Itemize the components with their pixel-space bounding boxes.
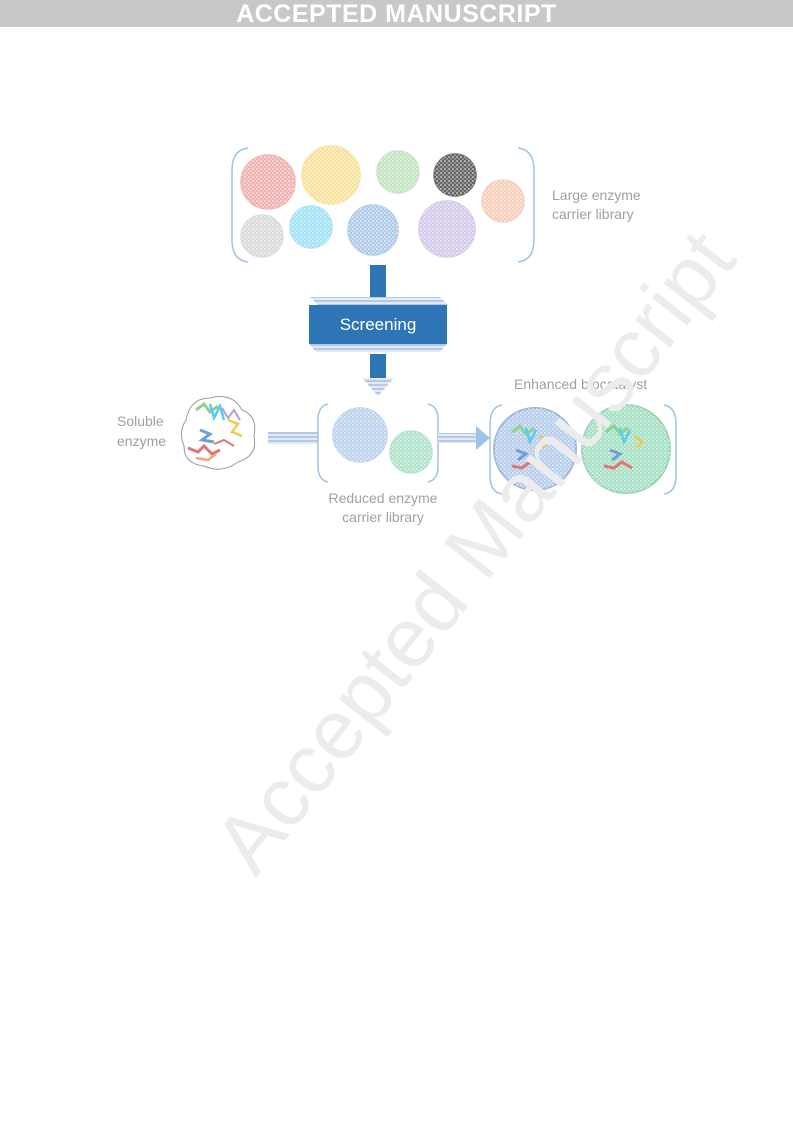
down-arrow-shaft-top (370, 265, 386, 297)
enhanced-biocatalyst-beads (493, 404, 671, 494)
enhanced-biocatalyst-label: Enhanced biocatalyst (514, 376, 647, 392)
enzyme-to-library-arrow (268, 432, 318, 444)
large-library-bracket (231, 147, 535, 263)
enhanced-biocatalyst-bracket (489, 404, 677, 495)
soluble-enzyme-structure (180, 396, 256, 470)
large-library-beads (240, 145, 525, 258)
screening-box: Screening (309, 297, 448, 352)
reduced-library-beads (332, 407, 433, 474)
soluble-enzyme-label-line2: enzyme (117, 433, 166, 449)
library-to-biocatalyst-arrow (438, 426, 490, 450)
large-library-label-line2: carrier library (552, 206, 634, 222)
accepted-manuscript-banner: ACCEPTED MANUSCRIPT (0, 0, 793, 28)
large-library-label-line1: Large enzyme (552, 187, 641, 203)
reduced-library-label-line1: Reduced enzyme (329, 490, 438, 506)
soluble-enzyme-label-line1: Soluble (117, 413, 164, 429)
immobilized-enzyme-2 (603, 423, 644, 470)
reduced-library-label-line2: carrier library (342, 509, 424, 525)
down-arrow-bottom (362, 354, 394, 396)
immobilized-enzyme-1 (511, 423, 550, 470)
screening-label: Screening (340, 315, 417, 334)
